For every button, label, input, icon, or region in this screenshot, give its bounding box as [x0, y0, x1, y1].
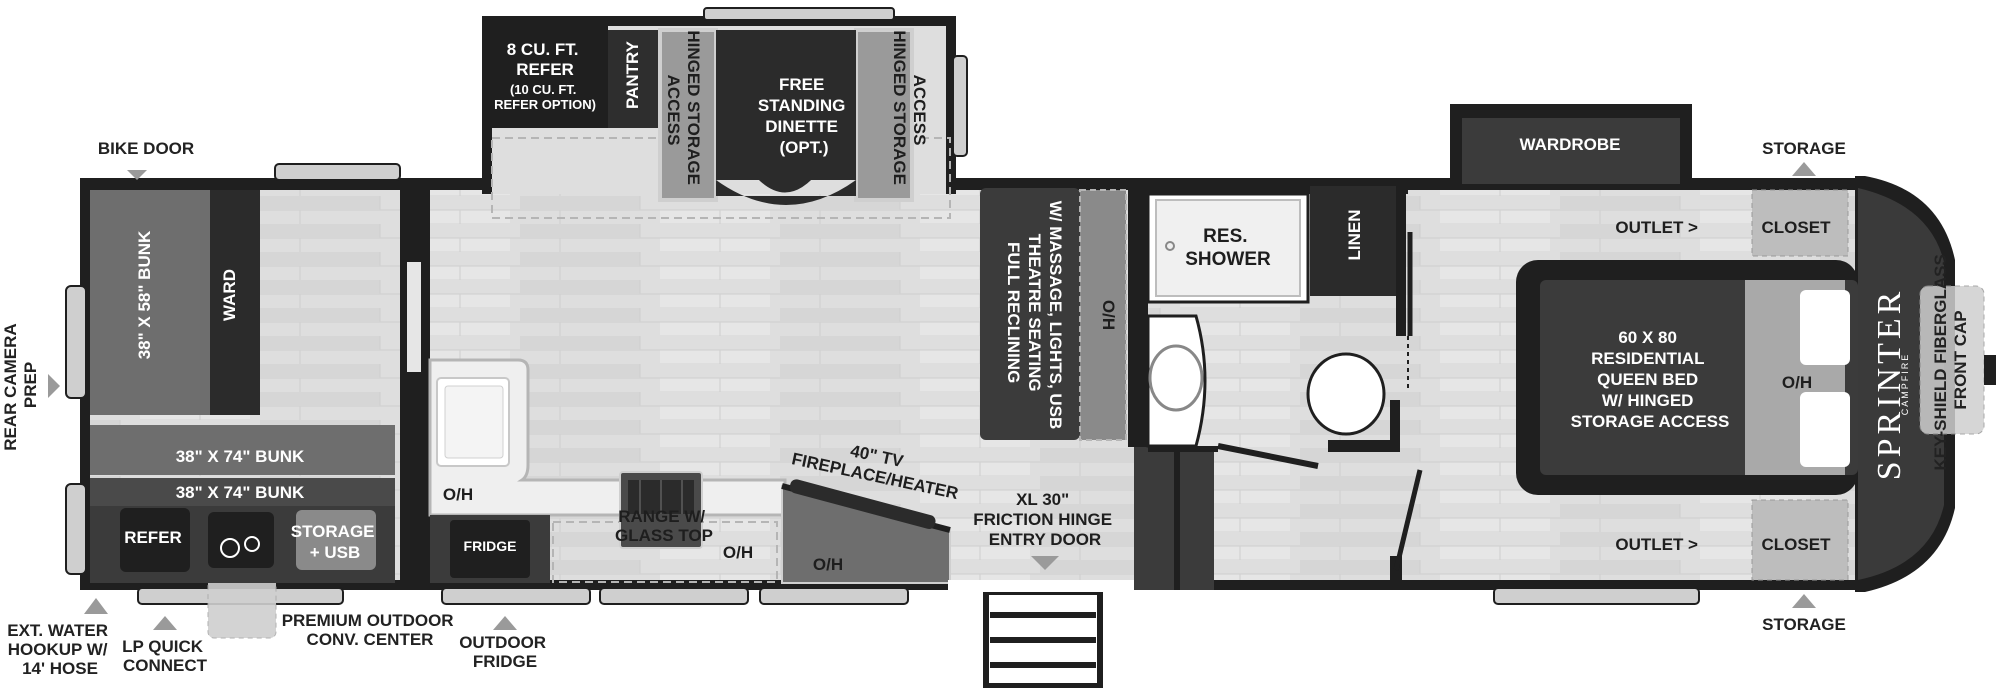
wardrobe-slide	[1450, 104, 1692, 188]
lp-quick-callout: LP QUICK CONNECT	[122, 637, 208, 675]
theatre-seating-label: FULL RECLINING THEATRE SEATING W/ MASSAG…	[1004, 201, 1065, 430]
ext-water-callout: EXT. WATER HOOKUP W/ 14' HOSE	[7, 621, 112, 678]
hinged-storage-left-label: HINGED STORAGE ACCESS	[664, 30, 703, 189]
kitchen	[428, 26, 951, 584]
storage-usb-label: STORAGE + USB	[291, 522, 380, 562]
bunk-58-label: 38" X 58" BUNK	[135, 230, 154, 359]
bunk-74-lower-label: 38" X 74" BUNK	[176, 483, 305, 502]
entry-steps	[948, 447, 1214, 688]
bike-door-callout: BIKE DOOR	[98, 139, 194, 158]
range-label: RANGE W/ GLASS TOP	[615, 507, 713, 545]
linen-label: LINEN	[1345, 210, 1364, 261]
brand-name: SPRINTER	[1871, 288, 1908, 481]
bathroom	[1138, 182, 1423, 584]
rear-camera-callout: REAR CAMERA PREP	[1, 319, 40, 451]
bunk-74-upper-label: 38" X 74" BUNK	[176, 447, 305, 466]
oh-theatre-label: O/H	[1099, 300, 1118, 330]
bed-label: 60 X 80 RESIDENTIAL QUEEN BED W/ HINGED …	[1571, 328, 1730, 431]
fridge-label: FRIDGE	[464, 538, 517, 554]
refer-bunk-label: REFER	[124, 528, 182, 547]
entry-door-label: XL 30" FRICTION HINGE ENTRY DOOR	[973, 490, 1117, 549]
outdoor-fridge-callout: OUTDOOR FRIDGE	[459, 633, 551, 671]
exterior-doors	[65, 163, 1700, 639]
refer-top-label: 8 CU. FT. REFER	[507, 40, 584, 79]
oh-range-label: O/H	[723, 543, 753, 562]
callout-arrows	[48, 162, 1816, 630]
refer-option-label: (10 CU. FT. REFER OPTION)	[494, 82, 596, 112]
front-cap	[1855, 176, 1996, 592]
storage-top-callout: STORAGE	[1762, 139, 1846, 158]
shower-label: RES. SHOWER	[1185, 226, 1271, 270]
oh-fireplace-label: O/H	[813, 555, 843, 574]
wardrobe-label: WARDROBE	[1519, 135, 1620, 154]
outlet-bottom-label: OUTLET >	[1615, 535, 1698, 554]
storage-bottom-callout: STORAGE	[1762, 615, 1846, 634]
bunk-area	[90, 182, 430, 583]
dinette-label: FREE STANDING DINETTE (OPT.)	[758, 75, 850, 157]
outlet-top-label: OUTLET >	[1615, 218, 1698, 237]
theatre-seating	[980, 182, 1138, 447]
brand-subname: CAMPFIRE	[1900, 353, 1910, 416]
ward-label: WARD	[220, 269, 239, 321]
oh-bed-label: O/H	[1782, 373, 1812, 392]
outdoor-conv-callout: PREMIUM OUTDOOR CONV. CENTER	[282, 611, 459, 649]
front-cap-callout: KEY-SHIELD FIBERGLASS FRONT CAP	[1931, 249, 1970, 470]
bedroom	[1516, 189, 1858, 581]
closet-top-label: CLOSET	[1762, 218, 1832, 237]
closet-bottom-label: CLOSET	[1762, 535, 1832, 554]
oh-kitchen-label: O/H	[443, 485, 473, 504]
hinged-storage-right-label: HINGED STORAGE ACCESS	[890, 30, 929, 189]
pantry-label: PANTRY	[623, 40, 642, 109]
